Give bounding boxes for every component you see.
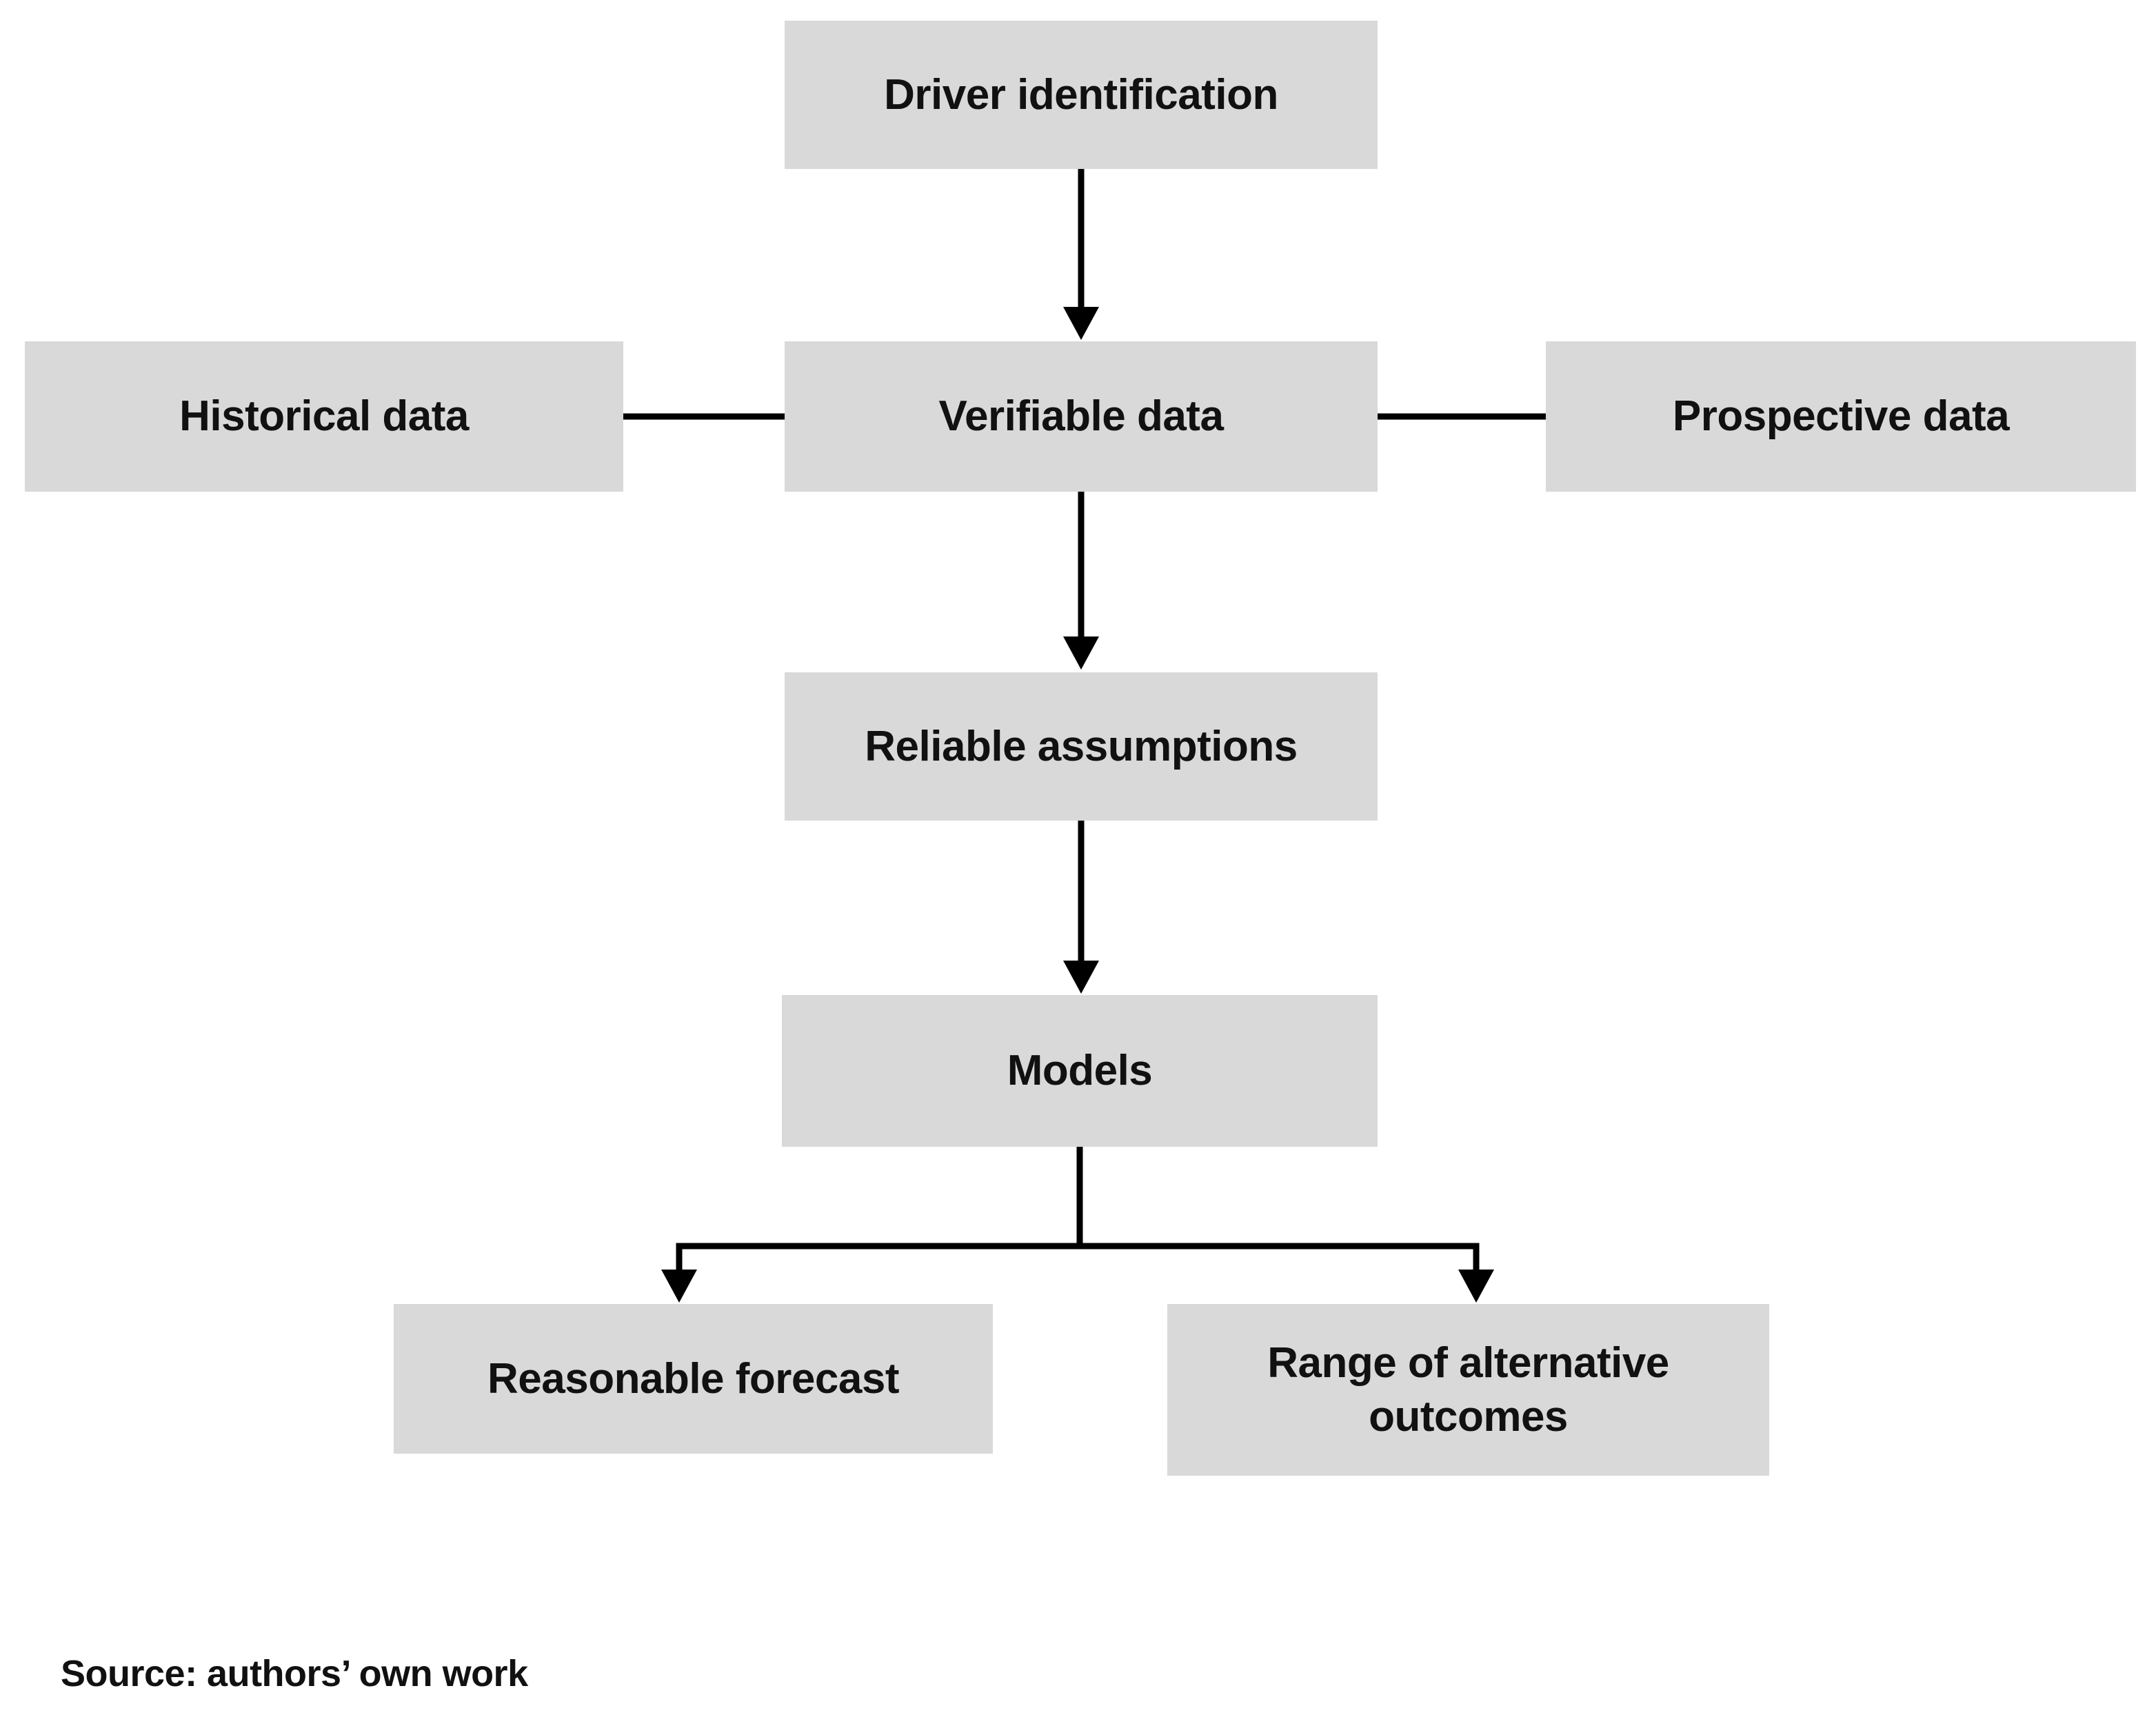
source-note: Source: authors’ own work (61, 1653, 528, 1694)
node-historical-data-label: Historical data (179, 392, 469, 441)
node-verifiable-data-label: Verifiable data (938, 392, 1224, 441)
edge-models-to-outcomes-arrowhead (1458, 1270, 1494, 1303)
node-driver-identification: Driver identification (785, 21, 1378, 169)
node-verifiable-data: Verifiable data (785, 341, 1378, 492)
node-prospective-data-label: Prospective data (1672, 392, 2010, 441)
node-reasonable-forecast: Reasonable forecast (394, 1304, 993, 1454)
node-range-of-alternative-outcomes-label: Range of alternative outcomes (1267, 1339, 1669, 1441)
node-reasonable-forecast-label: Reasonable forecast (487, 1354, 899, 1403)
node-driver-identification-label: Driver identification (884, 70, 1278, 119)
edge-assumptions-to-models-arrowhead (1063, 961, 1099, 994)
edge-driver-to-verifiable-arrowhead (1063, 307, 1099, 340)
node-range-of-alternative-outcomes: Range of alternative outcomes (1167, 1304, 1769, 1476)
edge-verifiable-to-assumptions-arrowhead (1063, 636, 1099, 670)
node-historical-data: Historical data (25, 341, 623, 492)
node-models-label: Models (1007, 1047, 1153, 1095)
edge-models-split-path (676, 1147, 1480, 1274)
node-reliable-assumptions-label: Reliable assumptions (865, 722, 1298, 770)
node-prospective-data: Prospective data (1546, 341, 2136, 492)
edge-models-to-forecast-arrowhead (661, 1270, 697, 1303)
node-reliable-assumptions: Reliable assumptions (785, 672, 1378, 821)
node-models: Models (782, 995, 1378, 1147)
